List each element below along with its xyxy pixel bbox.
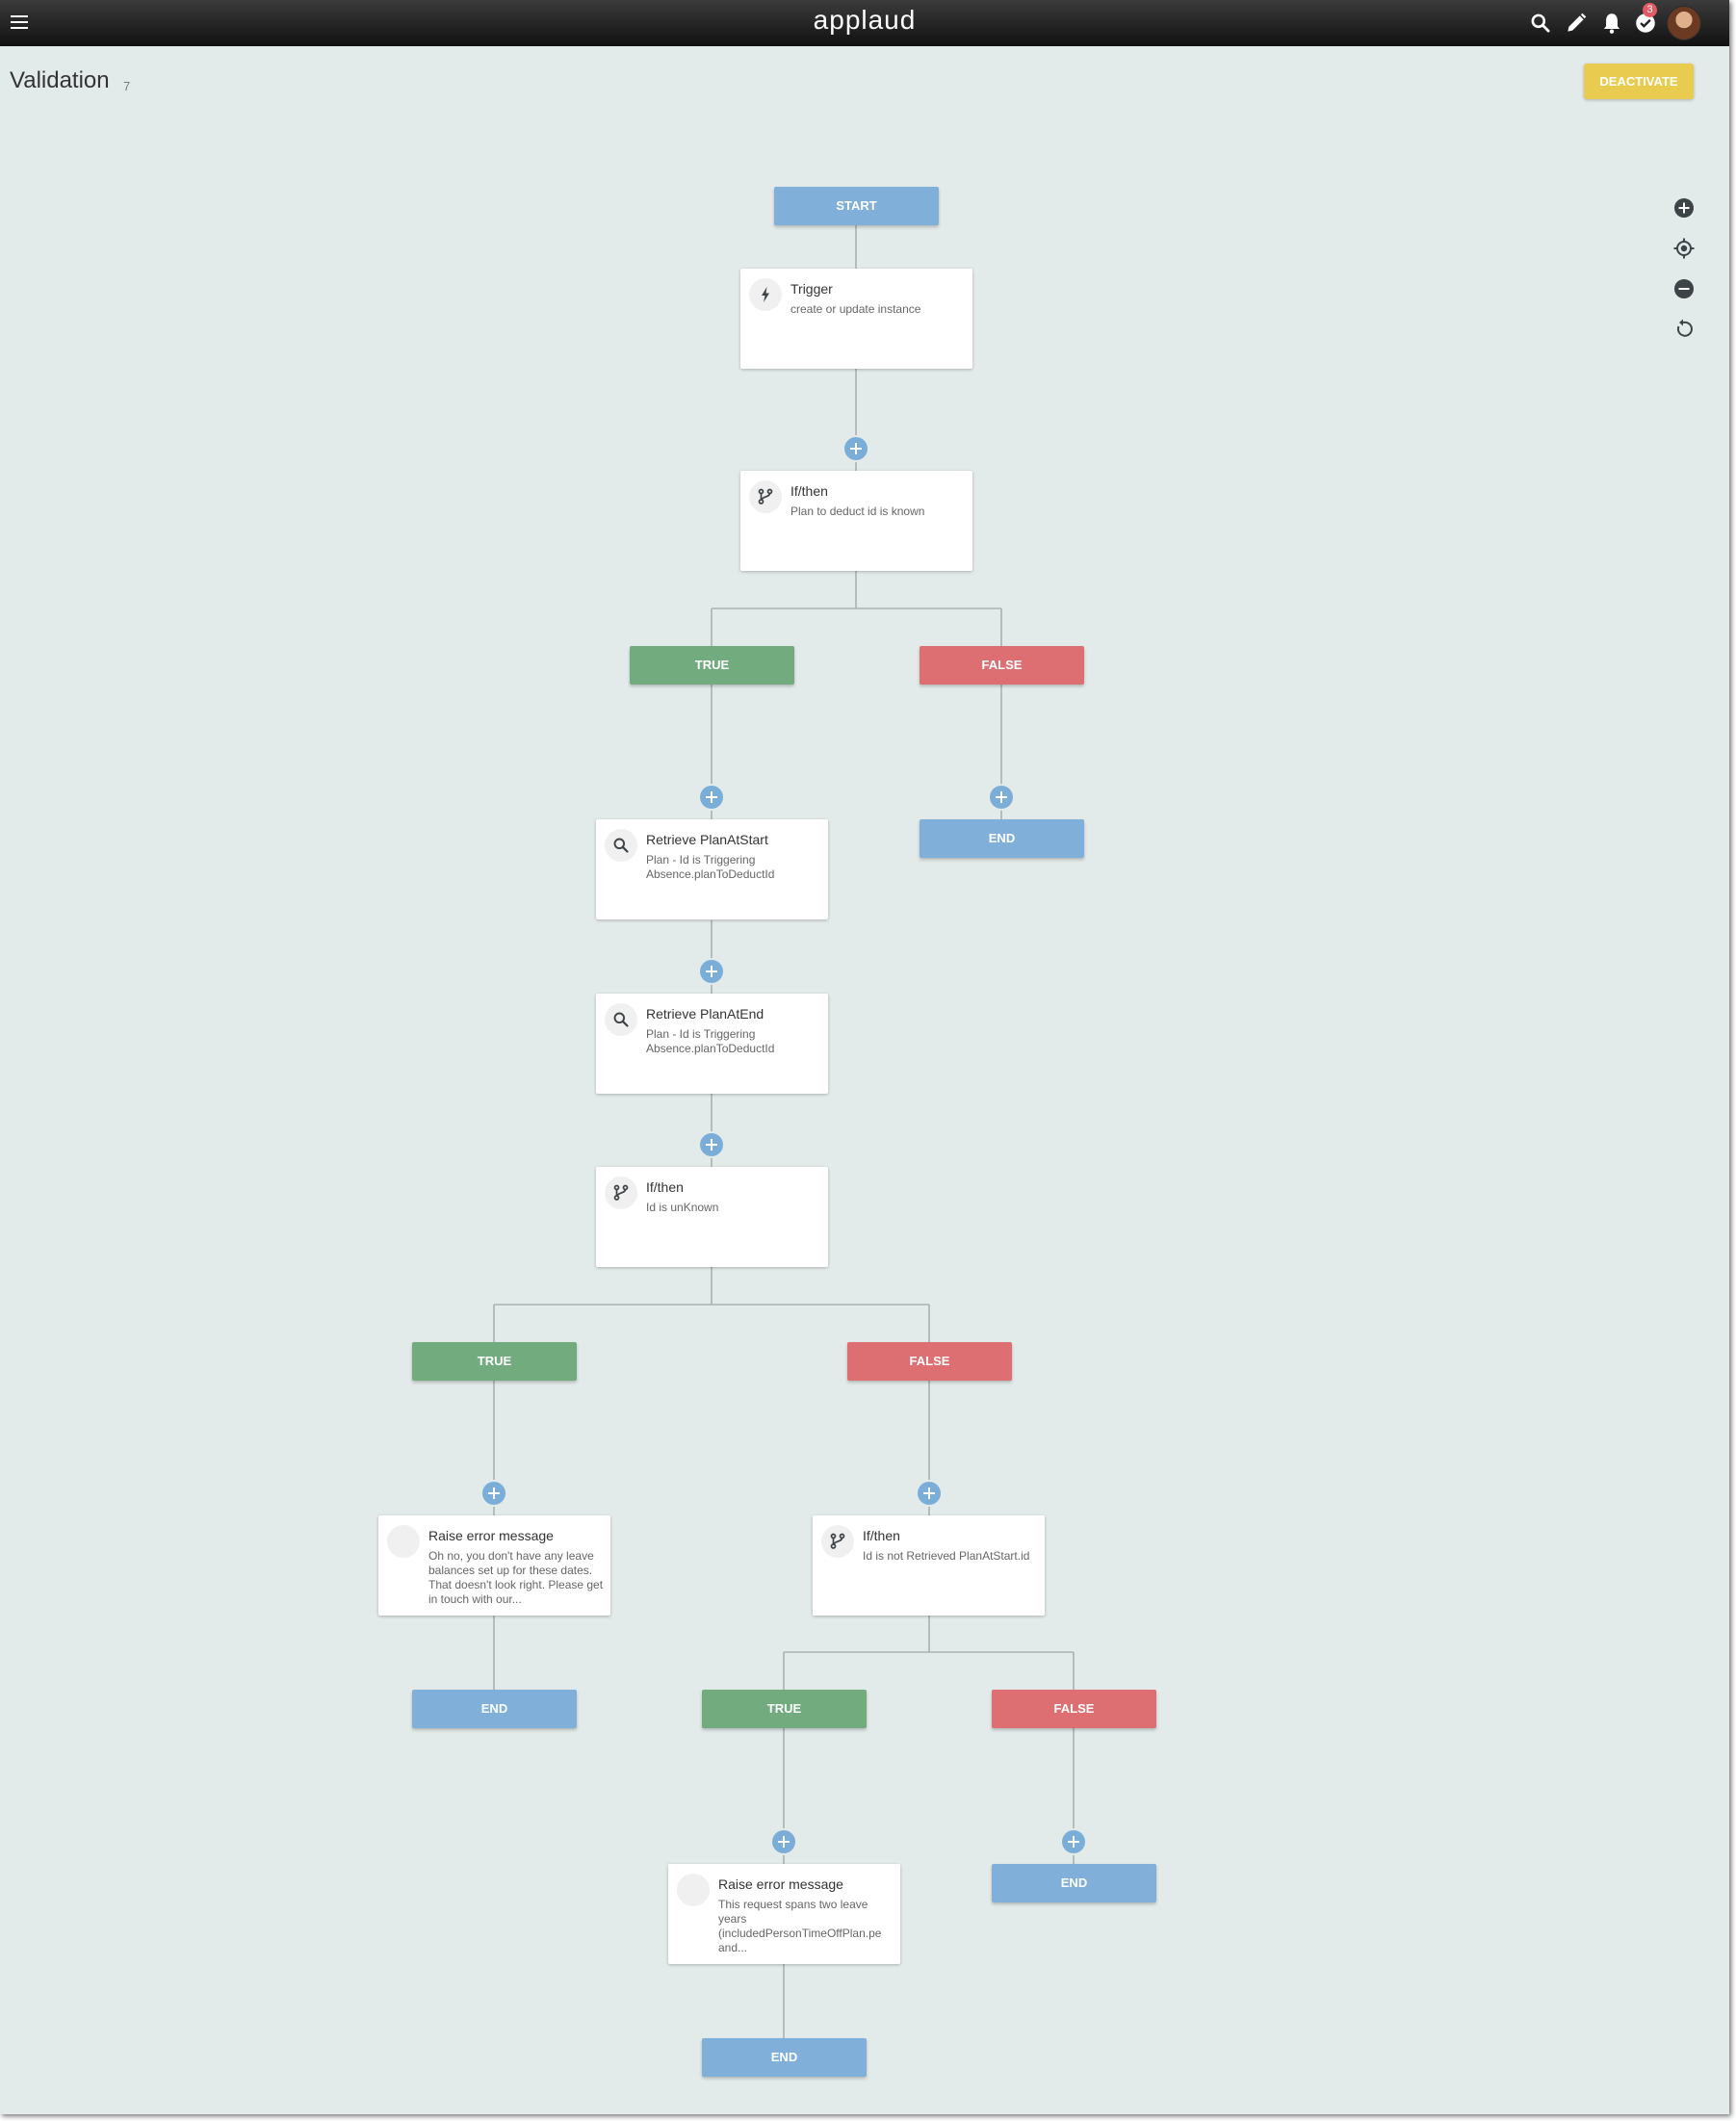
branch-icon (605, 1177, 637, 1209)
pencil-icon[interactable] (1564, 11, 1589, 36)
description-line: years (718, 1912, 747, 1926)
add-step-button[interactable] (700, 786, 723, 809)
node-title: Raise error message (428, 1528, 554, 1543)
branch-icon (821, 1525, 854, 1558)
blank-icon (387, 1525, 420, 1558)
add-step-button[interactable] (700, 960, 723, 983)
menu-icon[interactable] (9, 11, 32, 34)
start-node[interactable]: START (774, 187, 939, 225)
add-step-button[interactable] (772, 1830, 795, 1853)
node-description: Plan - Id is Triggering Absence.planToDe… (646, 1027, 775, 1055)
add-step-button[interactable] (700, 1133, 723, 1156)
deactivate-button[interactable]: DEACTIVATE (1584, 64, 1694, 99)
node-description: This request spans two leave years (incl… (718, 1898, 894, 1955)
node-title: If/then (790, 483, 828, 499)
node-description: Plan to deduct id is known (790, 504, 925, 518)
add-step-button[interactable] (918, 1482, 941, 1505)
bell-icon[interactable] (1599, 11, 1624, 36)
node-description: Id is not Retrieved PlanAtStart.id (863, 1549, 1030, 1563)
node-title: Retrieve PlanAtEnd (646, 1006, 764, 1022)
version-count: 7 (123, 79, 131, 93)
true-branch-label: TRUE (412, 1342, 577, 1381)
true-branch-label: TRUE (630, 646, 794, 685)
end-node[interactable]: END (920, 819, 1084, 858)
blank-icon (677, 1874, 710, 1906)
description-line: This request spans two leave (718, 1898, 868, 1911)
check-circle-icon[interactable] (1633, 11, 1658, 36)
add-step-button[interactable] (482, 1482, 505, 1505)
if-then-node[interactable]: If/then Plan to deduct id is known (740, 471, 972, 571)
node-description: Id is unKnown (646, 1201, 719, 1214)
node-title: If/then (863, 1528, 900, 1543)
if-then-node[interactable]: If/then Id is not Retrieved PlanAtStart.… (813, 1515, 1045, 1616)
branch-icon (749, 480, 782, 513)
if-then-node[interactable]: If/then Id is unKnown (596, 1167, 828, 1267)
top-bar: applaud 3 (0, 0, 1729, 46)
true-branch-label: TRUE (702, 1690, 867, 1728)
add-step-button[interactable] (1062, 1830, 1085, 1853)
description-line: and... (718, 1941, 748, 1954)
add-step-button[interactable] (990, 786, 1013, 809)
description-line: (includedPersonTimeOffPlan.pe (718, 1927, 882, 1940)
brand-logo: applaud (813, 5, 917, 35)
node-title: If/then (646, 1179, 684, 1195)
tasks-count-badge: 3 (1643, 3, 1657, 17)
page-title: Validation (10, 67, 110, 93)
end-node[interactable]: END (412, 1690, 577, 1728)
lightning-icon (749, 278, 782, 311)
zoom-out-icon[interactable] (1672, 277, 1696, 300)
node-title: Retrieve PlanAtStart (646, 832, 768, 847)
reset-icon[interactable] (1672, 318, 1696, 341)
node-title: Raise error message (718, 1876, 843, 1892)
end-node[interactable]: END (992, 1864, 1156, 1902)
avatar[interactable] (1667, 6, 1701, 40)
raise-error-node[interactable]: Raise error message Oh no, you don't hav… (378, 1515, 610, 1616)
end-node[interactable]: END (702, 2038, 867, 2077)
false-branch-label: FALSE (920, 646, 1084, 685)
search-icon (605, 829, 637, 862)
node-description: Oh no, you don't have any leave balances… (428, 1549, 604, 1606)
node-title: Trigger (790, 281, 833, 297)
search-icon[interactable] (1528, 11, 1553, 36)
node-description: create or update instance (790, 302, 921, 316)
false-branch-label: FALSE (847, 1342, 1012, 1381)
node-description: Plan - Id is Triggering Absence.planToDe… (646, 853, 775, 881)
search-icon (605, 1003, 637, 1036)
retrieve-node[interactable]: Retrieve PlanAtStart Plan - Id is Trigge… (596, 819, 828, 919)
retrieve-node[interactable]: Retrieve PlanAtEnd Plan - Id is Triggeri… (596, 994, 828, 1094)
zoom-in-icon[interactable] (1672, 196, 1696, 220)
trigger-node[interactable]: Trigger create or update instance (740, 269, 972, 369)
add-step-button[interactable] (844, 437, 868, 460)
recenter-icon[interactable] (1672, 237, 1696, 260)
raise-error-node[interactable]: Raise error message This request spans t… (668, 1864, 900, 1964)
false-branch-label: FALSE (992, 1690, 1156, 1728)
